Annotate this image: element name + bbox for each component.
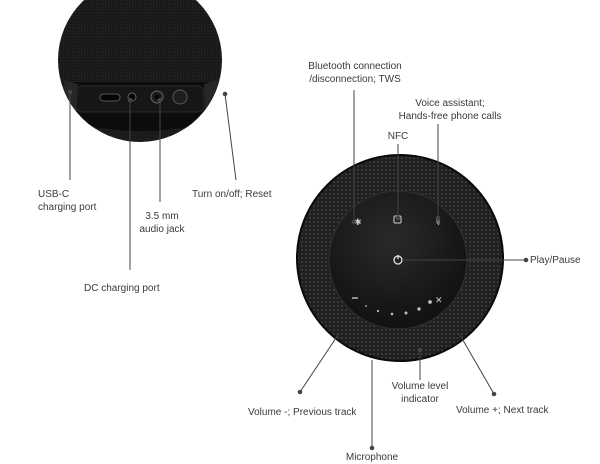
usb-c-port <box>99 93 121 102</box>
power-reset-label: Turn on/off; Reset <box>192 189 272 200</box>
volume-level-label: Volume level indicator <box>391 381 449 405</box>
svg-text:✎: ✎ <box>431 216 443 229</box>
play-pause-label: Play/Pause <box>530 255 581 266</box>
volume-plus-label: Volume +; Next track <box>456 405 549 416</box>
port-closeup-inset <box>58 0 222 142</box>
speaker-top-view: ✱ ✎ ✕ <box>296 154 504 362</box>
volume-level-dots <box>365 300 432 316</box>
microphone-icon: ✎ <box>431 216 443 229</box>
svg-text:✱: ✱ <box>354 218 362 228</box>
voice-assistant-label: Voice assistant; Hands-free phone calls <box>398 98 502 122</box>
bluetooth-label: Bluetooth connection /disconnection; TWS <box>308 61 402 85</box>
bluetooth-icon: ✱ <box>354 218 362 228</box>
nfc-label: NFC <box>387 131 409 142</box>
dc-charging-label: DC charging port <box>84 283 160 294</box>
microphone-label: Microphone <box>345 452 399 463</box>
leader-lines <box>67 89 529 451</box>
audio-jack-label: 3.5 mm audio jack <box>139 211 185 235</box>
usb-c-label: USB-C charging port <box>38 189 97 213</box>
volume-minus-label: Volume -; Previous track <box>248 407 357 418</box>
power-reset-button <box>172 89 188 105</box>
plus-icon: ✕ <box>435 296 443 306</box>
svg-text:✕: ✕ <box>435 296 443 306</box>
